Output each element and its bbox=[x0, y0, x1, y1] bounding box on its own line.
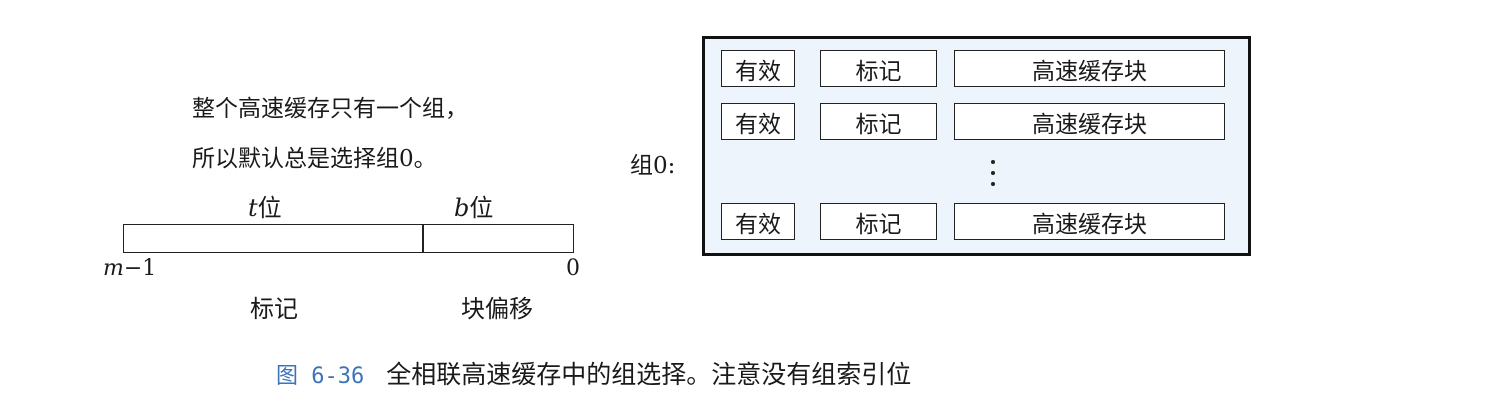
tag-field-name: 标记 bbox=[250, 295, 298, 323]
figure-number: 图 6-36 bbox=[276, 364, 365, 389]
set-label: 组0: bbox=[630, 153, 676, 179]
tag-bits-label: t位 bbox=[248, 188, 282, 223]
cache-block-cell: 高速缓存块 bbox=[954, 103, 1225, 140]
caption-text: 全相联高速缓存中的组选择。注意没有组索引位 bbox=[386, 360, 912, 389]
offset-bits-var: b bbox=[454, 194, 470, 222]
cache-set-box: 有效 标记 高速缓存块 有效 标记 高速缓存块 有效 标记 高速缓存块 bbox=[702, 36, 1251, 256]
address-bar-divider bbox=[422, 224, 424, 253]
tag-bits-var: t bbox=[248, 194, 258, 222]
valid-bit-cell: 有效 bbox=[721, 50, 795, 87]
cache-block-cell: 高速缓存块 bbox=[954, 50, 1225, 87]
vertical-ellipsis-icon bbox=[988, 160, 998, 186]
tag-bits-suffix: 位 bbox=[257, 194, 282, 222]
tag-cell: 标记 bbox=[820, 50, 937, 87]
left-bit-index: m−1 bbox=[103, 256, 156, 281]
left-index-suffix: −1 bbox=[123, 256, 157, 281]
left-index-var: m bbox=[103, 256, 124, 281]
valid-bit-cell: 有效 bbox=[721, 103, 795, 140]
valid-bit-cell: 有效 bbox=[721, 203, 795, 240]
address-bar bbox=[123, 224, 574, 253]
note-line-2: 所以默认总是选择组0。 bbox=[192, 146, 437, 172]
cache-block-cell: 高速缓存块 bbox=[954, 203, 1225, 240]
offset-bits-label: b位 bbox=[454, 188, 493, 223]
figure-caption: 图 6-36 全相联高速缓存中的组选择。注意没有组索引位 bbox=[276, 355, 911, 391]
offset-bits-suffix: 位 bbox=[469, 194, 494, 222]
tag-cell: 标记 bbox=[820, 203, 937, 240]
note-line-1: 整个高速缓存只有一个组， bbox=[192, 96, 468, 122]
tag-cell: 标记 bbox=[820, 103, 937, 140]
right-bit-index: 0 bbox=[566, 256, 580, 281]
offset-field-name: 块偏移 bbox=[461, 295, 533, 323]
